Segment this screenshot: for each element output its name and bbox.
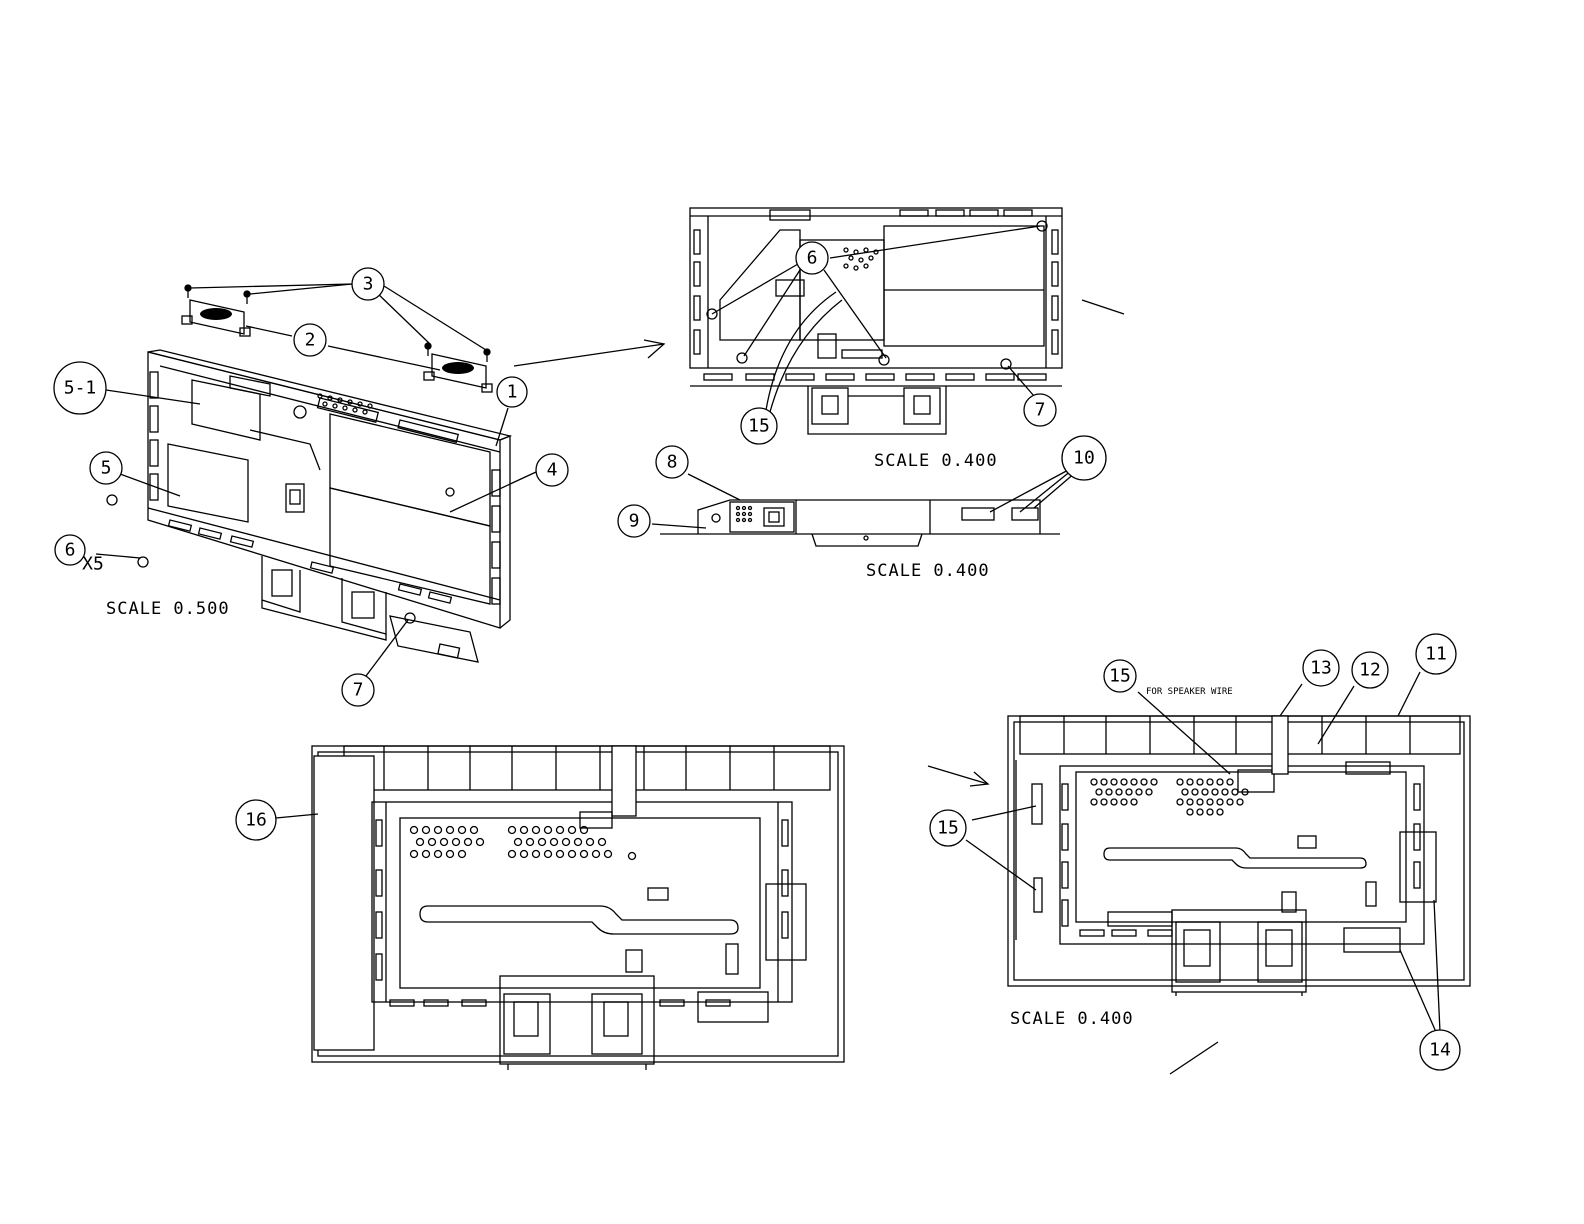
- rear-bottom-slots: [704, 374, 1046, 380]
- callout-1: 1: [497, 377, 527, 407]
- board-5: [168, 444, 248, 522]
- scale-view-5: SCALE 0.400: [1010, 1009, 1134, 1029]
- ac-inlet: [764, 508, 784, 526]
- svg-text:15: 15: [1109, 666, 1131, 687]
- svg-text:14: 14: [1429, 1040, 1451, 1061]
- view-rear-top: [690, 208, 1124, 434]
- callout-6-second: 6: [796, 242, 828, 274]
- section-line: [1082, 300, 1124, 314]
- callout-16: 16: [236, 800, 276, 840]
- scale-view-2: SCALE 0.400: [874, 451, 998, 471]
- callout-15-third: 15: [930, 810, 966, 846]
- side-vent: [737, 507, 752, 522]
- svg-text:15: 15: [748, 416, 770, 437]
- svg-text:7: 7: [1035, 400, 1046, 421]
- connector-dsub-1: [962, 508, 994, 520]
- rear-top-slots: [770, 210, 1032, 220]
- main-board: [400, 818, 760, 988]
- svg-text:16: 16: [245, 810, 267, 831]
- callout-8: 8: [656, 446, 688, 478]
- speaker-left: [182, 300, 250, 336]
- chassis-bottom-rail: [148, 508, 500, 603]
- nut: [107, 495, 117, 505]
- view-rear-cover: [312, 746, 844, 1070]
- scale-view-1: SCALE 0.500: [106, 599, 230, 619]
- rear-cover-stand: [500, 950, 654, 1070]
- speaker-wire-note: FOR SPEAKER WIRE: [1146, 687, 1233, 697]
- stand-base-plate: [390, 616, 478, 662]
- callout-12: 12: [1352, 652, 1388, 688]
- connector-dsub-2: [1012, 508, 1038, 520]
- main-board-slot: [420, 906, 738, 934]
- svg-text:10: 10: [1073, 448, 1095, 469]
- svg-text:2: 2: [305, 330, 316, 351]
- view-link-arrow-2: [928, 766, 988, 784]
- small-module: [648, 888, 668, 900]
- svg-text:5-1: 5-1: [64, 378, 97, 399]
- callout-10: 10: [1062, 436, 1106, 480]
- svg-text:5: 5: [101, 458, 112, 479]
- rear-frame-outline: [1008, 716, 1470, 986]
- svg-text:7: 7: [353, 680, 364, 701]
- chassis-standoff: [294, 406, 306, 418]
- svg-text:9: 9: [629, 511, 640, 532]
- main-board-5: [1076, 772, 1406, 922]
- svg-text:6: 6: [807, 248, 818, 269]
- callout-15-second: 15: [1104, 660, 1136, 692]
- board-bracket: [286, 484, 304, 512]
- callout-14: 14: [1420, 1030, 1460, 1070]
- main-board-5-vent: [1091, 779, 1248, 815]
- quantity-x5: X5: [82, 554, 104, 575]
- section-line-5: [1170, 1042, 1218, 1074]
- svg-text:13: 13: [1310, 658, 1332, 679]
- svg-text:11: 11: [1425, 644, 1447, 665]
- rear-shield-board: [720, 230, 800, 340]
- callout-5-1: 5-1: [54, 362, 106, 414]
- svg-text:6: 6: [65, 540, 76, 561]
- svg-text:1: 1: [507, 382, 518, 403]
- callout-11: 11: [1416, 634, 1456, 674]
- svg-text:4: 4: [547, 460, 558, 481]
- scale-view-3: SCALE 0.400: [866, 561, 990, 581]
- svg-text:12: 12: [1359, 660, 1381, 681]
- inner-rail-slots: [376, 820, 788, 1006]
- callout-9: 9: [618, 505, 650, 537]
- callout-13: 13: [1303, 650, 1339, 686]
- speaker-right: [424, 354, 492, 392]
- callout-7-second: 7: [1024, 394, 1056, 426]
- callout-4: 4: [536, 454, 568, 486]
- callout-balloons: 3 2 5-1 1 5 4 6 X5 7 6 15 7 8 10 9 16 15…: [54, 242, 1460, 1070]
- callout-2: 2: [294, 324, 326, 356]
- callout-7-first: 7: [342, 674, 374, 706]
- ribbon-cable: [612, 746, 636, 816]
- callout-5: 5: [90, 452, 122, 484]
- view-link-arrow: [514, 344, 664, 366]
- back-cover-outline: [312, 746, 844, 1062]
- callout-3: 3: [352, 268, 384, 300]
- stand-assembly: [262, 556, 478, 662]
- ribbon-cable-5: [1272, 716, 1288, 774]
- svg-text:3: 3: [363, 274, 374, 295]
- main-board-vent: [411, 827, 636, 860]
- chassis-left-rail: [150, 372, 158, 500]
- callout-15-first: 15: [741, 408, 777, 444]
- svg-text:15: 15: [937, 818, 959, 839]
- label-sheet-16: [314, 756, 374, 1050]
- rear-stand: [808, 386, 946, 434]
- main-board-5-slot: [1104, 848, 1366, 868]
- svg-text:8: 8: [667, 452, 678, 473]
- callout-6-first: 6: [55, 535, 85, 565]
